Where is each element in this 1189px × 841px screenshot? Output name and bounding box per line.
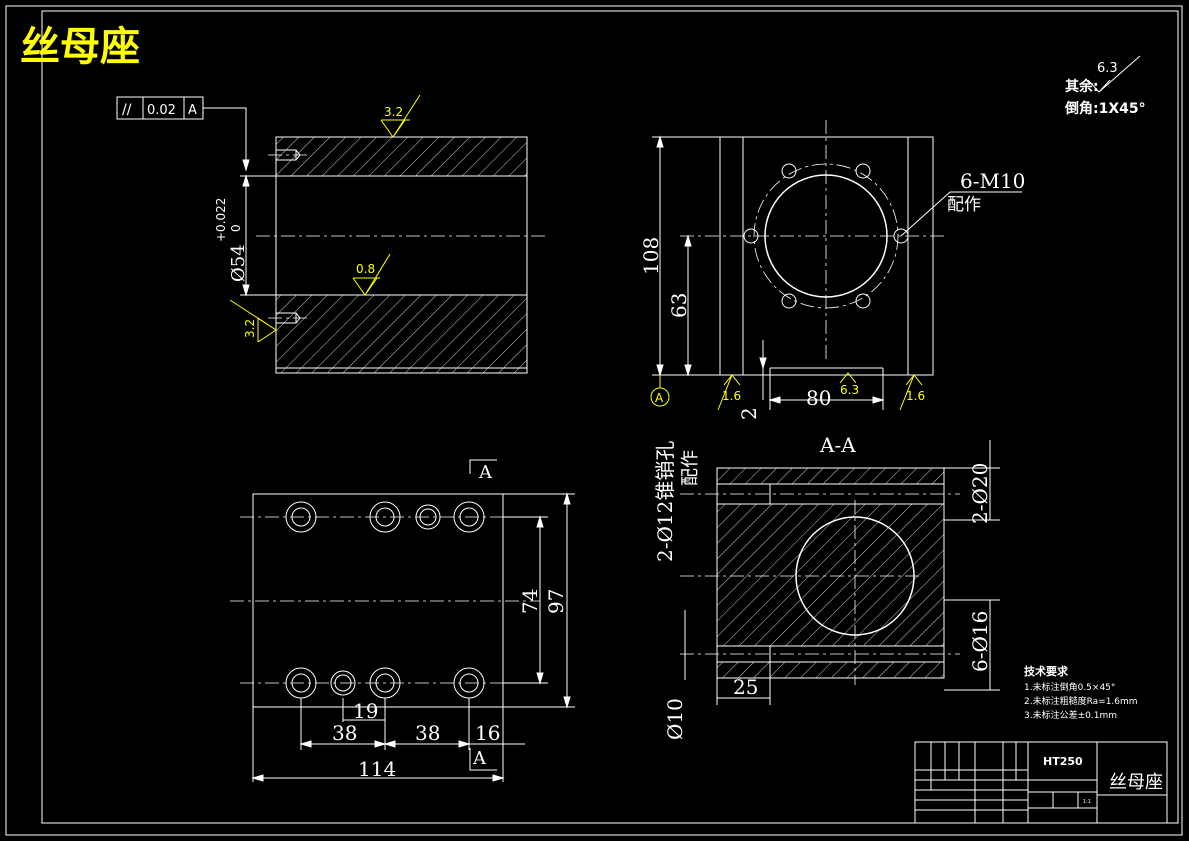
dim-19: 19 [353, 699, 378, 723]
front-roughness-left: 3.2 [243, 319, 257, 338]
title-block: HT250 丝母座 1:1 [914, 741, 1168, 824]
tolerance-lower: 0 [229, 224, 243, 232]
thread-sub: 配作 [947, 195, 981, 215]
dim-80: 80 [806, 386, 831, 410]
side-roughness-c: 1.6 [906, 389, 925, 403]
outer-border [5, 5, 1183, 836]
dim-74: 74 [518, 589, 542, 614]
side-view: 6-M10 配作 108 63 80 2 1.6 6.3 1.6 A [639, 120, 1025, 420]
section-label-bottom: A [472, 748, 487, 769]
material: HT250 [1043, 755, 1083, 768]
drawing-title: 丝母座 [20, 24, 140, 70]
general-notes: 6.3 其余: 倒角:1X45° [1064, 55, 1146, 117]
side-roughness-a: 1.6 [722, 389, 741, 403]
pin-sub: 配作 [680, 450, 701, 486]
side-datum: A [655, 391, 664, 405]
section-label-top: A [478, 462, 493, 483]
tolerance-symbol: // [122, 102, 132, 118]
dim-10: Ø10 [663, 698, 687, 740]
dim-38a: 38 [332, 721, 357, 745]
section-view: A-A 2-Ø12锥销孔 配作 2-Ø20 6-Ø16 25 Ø10 [653, 433, 1000, 740]
dim-25: 25 [733, 675, 758, 699]
diameter-label: Ø54 [228, 244, 249, 282]
tolerance-frame: // 0.02 A [116, 96, 250, 172]
inner-border [41, 10, 1179, 824]
scale: 1:1 [1083, 799, 1091, 805]
dim-114: 114 [358, 757, 396, 781]
part-name: 丝母座 [1109, 772, 1163, 793]
side-roughness-b: 6.3 [840, 383, 859, 397]
dim-97: 97 [544, 589, 568, 614]
dim-63: 63 [667, 293, 691, 318]
front-roughness-top: 3.2 [384, 105, 403, 119]
dim-38b: 38 [415, 721, 440, 745]
tech-heading: 技术要求 [1024, 664, 1069, 678]
thread-note: 6-M10 [960, 169, 1025, 193]
tech-item-1: 1.未标注倒角0.5×45° [1024, 681, 1115, 693]
tech-item-3: 3.未标注公差±0.1mm [1024, 709, 1117, 721]
dim-6x16: 6-Ø16 [968, 611, 992, 672]
pin-note: 2-Ø12锥销孔 [653, 441, 677, 562]
chamfer-note: 倒角:1X45° [1064, 100, 1146, 117]
top-view: A A 74 97 19 38 38 16 114 [230, 459, 575, 782]
tech-item-2: 2.未标注粗糙度Ra=1.6mm [1024, 695, 1138, 707]
tolerance-upper: +0.022 [214, 198, 228, 242]
front-view: Ø54 +0.022 0 3.2 0.8 3.2 [214, 94, 546, 374]
roughness-other-label: 其余: [1065, 78, 1099, 95]
dim-2: 2 [737, 407, 761, 420]
tolerance-datum: A [188, 103, 197, 118]
dim-16: 16 [475, 721, 500, 745]
roughness-other-value: 6.3 [1097, 61, 1118, 76]
dim-2x20: 2-Ø20 [968, 463, 992, 524]
tolerance-value: 0.02 [147, 103, 176, 118]
section-title: A-A [819, 433, 856, 457]
tech-requirements: 技术要求 1.未标注倒角0.5×45° 2.未标注粗糙度Ra=1.6mm 3.未… [1024, 664, 1138, 721]
dim-108: 108 [639, 237, 663, 275]
front-roughness-mid: 0.8 [356, 262, 375, 276]
